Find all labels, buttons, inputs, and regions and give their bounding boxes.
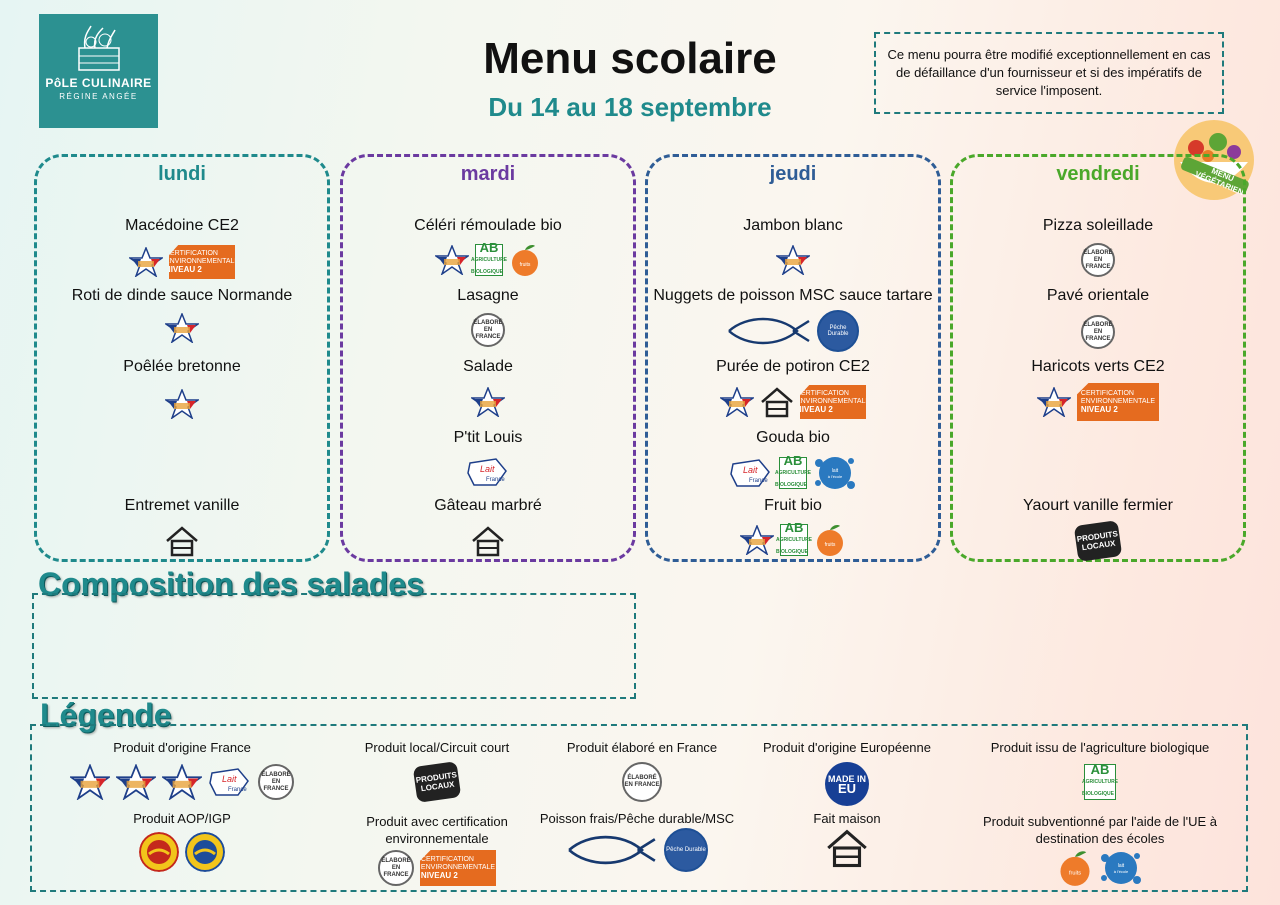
menu-item: Purée de potiron CE2 (716, 358, 870, 375)
menu-item: Jambon blanc (743, 217, 843, 234)
igp-icon (185, 832, 225, 872)
menu-item: Gouda bio (756, 429, 830, 446)
day-name: jeudi (769, 163, 817, 185)
fruits-a-l-ecole-icon (509, 243, 541, 277)
fruits-legumes-de-france-icon (129, 247, 163, 277)
menu-item: Pavé orientale (1046, 287, 1150, 304)
fait-maison-icon (471, 525, 505, 557)
fish-icon (727, 317, 811, 345)
fish-icon (566, 835, 658, 865)
msc-peche-durable-icon: Pêche Durable (664, 828, 708, 872)
day-name: lundi (158, 163, 206, 185)
legend-label: Fait maison (813, 811, 881, 826)
logo-name: PôLE CULINAIRE (45, 76, 152, 90)
menu-item: Haricots verts CE2 (1031, 358, 1165, 375)
msc-peche-durable-icon: Pêche Durable (817, 310, 859, 352)
hve-icon: ÉLABORÉ EN FRANCE (378, 850, 414, 886)
legend-label: Produit d'origine France (113, 740, 251, 755)
elabore-en-france-icon: ÉLABORÉ EN FRANCE (622, 762, 662, 802)
viandes-de-france-icon (165, 313, 199, 343)
produits-locaux-icon: PRODUITS LOCAUX (1073, 520, 1123, 562)
menu-item: Roti de dinde sauce Normande (71, 287, 293, 304)
menu-item: Entremet vanille (124, 497, 240, 514)
fait-maison-icon (760, 386, 794, 418)
menu-item: Yaourt vanille fermier (1023, 497, 1173, 514)
lait-de-france-icon (466, 457, 510, 487)
legend-box: Produit d'origine France ÉLABORÉ EN FRAN… (30, 724, 1248, 892)
bleu-blanc-coeur-icon: ÉLABORÉ EN FRANCE (258, 764, 294, 800)
day-name: vendredi (1056, 163, 1140, 185)
day-column-vendredi: vendredi Pizza soleillade ÉLABORÉ EN FRA… (950, 154, 1246, 562)
legend-label: Produit local/Circuit court (364, 740, 510, 755)
viandes-de-france-icon (776, 245, 810, 275)
legend-label: Produit issu de l'agriculture biologique (990, 740, 1210, 755)
menu-item: P'tit Louis (453, 429, 523, 446)
lait-a-l-ecole-icon (1099, 848, 1143, 888)
lait-de-france-icon (208, 767, 252, 797)
fruits-legumes-de-france-icon (740, 525, 774, 555)
page-subtitle: Du 14 au 18 septembre (488, 92, 772, 122)
fait-maison-icon (165, 525, 199, 557)
fruits-legumes-de-france-icon (1037, 387, 1071, 417)
lait-de-france-icon (729, 458, 773, 488)
menu-item: Céléri rémoulade bio (414, 217, 562, 234)
menu-item: Gâteau marbré (434, 497, 542, 514)
fruits-a-l-ecole-icon (814, 523, 846, 557)
logo-subtitle: RÉGINE ANGÉE (59, 92, 138, 101)
menu-item: Salade (463, 358, 513, 375)
produits-locaux-icon: PRODUITS LOCAUX (412, 761, 462, 803)
menu-item: Macédoine CE2 (125, 217, 239, 234)
lait-a-l-ecole-icon (813, 453, 857, 493)
notice-box: Ce menu pourra être modifié exceptionnel… (874, 32, 1224, 114)
aop-icon (139, 832, 179, 872)
fruits-legumes-de-france-icon (471, 387, 505, 417)
fruits-legumes-de-france-icon (435, 245, 469, 275)
fruits-legumes-de-france-icon (165, 389, 199, 419)
menu-item: Lasagne (457, 287, 519, 304)
legend-label: Produit AOP/IGP (133, 811, 231, 826)
fait-maison-icon (824, 828, 870, 868)
elabore-en-france-icon: ÉLABORÉ EN FRANCE (1081, 315, 1115, 349)
fruits-legumes-de-france-icon (720, 387, 754, 417)
legend-label: Poisson frais/Pêche durable/MSC (539, 811, 735, 826)
vegetable-crate-icon (77, 25, 120, 71)
legend-label: Produit d'origine Européenne (763, 740, 931, 755)
menu-item: Fruit bio (764, 497, 822, 514)
legend-label: Produit subventionné par l'aide de l'UE … (982, 814, 1218, 846)
legend-title: Légende (40, 697, 172, 733)
salads-box (32, 593, 636, 699)
menu-item: Poêlée bretonne (123, 358, 241, 375)
page-title: Menu scolaire (483, 34, 777, 83)
legend-label: Produit élaboré en France (566, 740, 718, 755)
legend-label: Produit avec certification environnement… (366, 814, 508, 846)
day-name: mardi (460, 163, 516, 185)
menu-item: Pizza soleillade (1042, 217, 1154, 234)
elabore-en-france-icon: ÉLABORÉ EN FRANCE (1081, 243, 1115, 277)
fruits-a-l-ecole-icon (1057, 849, 1093, 887)
oeufs-de-france-icon (162, 764, 202, 800)
salads-section-title: Composition des salades (38, 566, 424, 602)
day-column-jeudi: jeudi Jambon blanc Nuggets de poisson MS… (645, 154, 941, 562)
fruits-legumes-de-france-icon (116, 764, 156, 800)
elabore-en-france-icon: ÉLABORÉ EN FRANCE (471, 313, 505, 347)
logo: PôLE CULINAIRE RÉGINE ANGÉE (39, 14, 158, 128)
menu-item: Nuggets de poisson MSC sauce tartare (653, 287, 933, 304)
viandes-de-france-icon (70, 764, 110, 800)
